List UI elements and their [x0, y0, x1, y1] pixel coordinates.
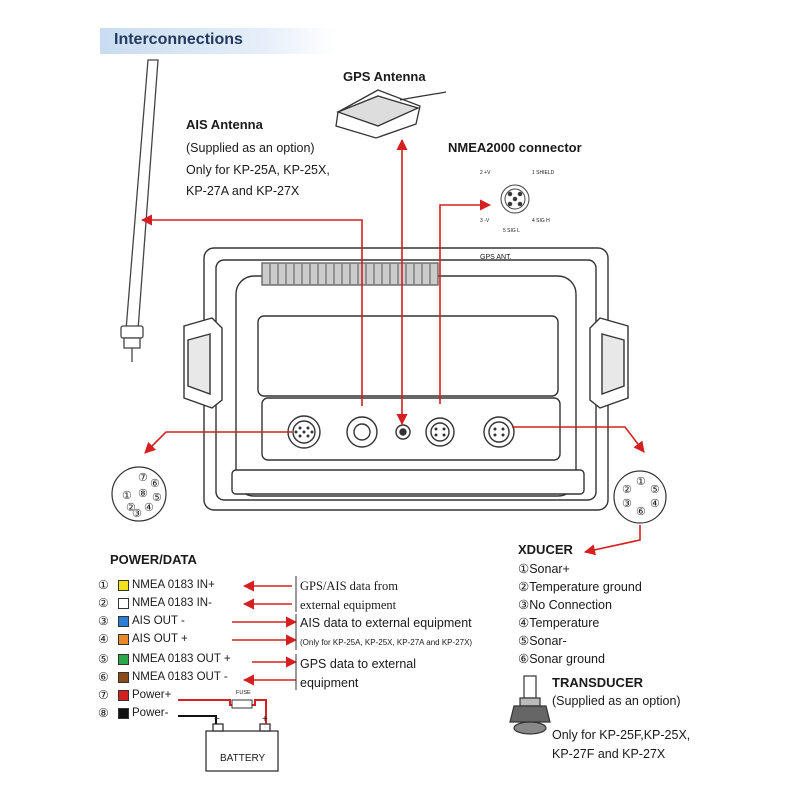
pd-pin: ④ [144, 502, 154, 514]
wire-name: AIS OUT + [132, 633, 188, 645]
pd-pin: ② [126, 502, 136, 514]
wire-name: AIS OUT - [132, 615, 185, 627]
battery-drawing [205, 723, 279, 772]
wire-row: ⑧ Power- [98, 705, 248, 721]
pd-pin: ⑧ [138, 488, 148, 500]
fuse-label: FUSE [236, 690, 251, 696]
nmea2000-pin-5: 5 SIG L [503, 228, 520, 234]
unit-rear-drawing [183, 247, 629, 511]
transducer-drawing [509, 675, 551, 735]
note-ais-out-2: (Only for KP-25A, KP-25X, KP-27A and KP-… [300, 638, 473, 647]
wire-name: NMEA 0183 OUT + [132, 653, 231, 665]
nmea2000-pin-4: 4 SIG H [532, 218, 550, 224]
wire-color-swatch [118, 615, 129, 627]
xducer-title: XDUCER [518, 542, 573, 557]
wire-color-swatch [118, 707, 129, 719]
wire-color-swatch [118, 597, 129, 609]
wire-color-swatch [118, 671, 129, 683]
wire-number: ⑧ [98, 706, 109, 720]
fuse-drawing [231, 699, 253, 709]
transducer-models-1: Only for KP-25F,KP-25X, [552, 728, 691, 742]
pd-pin: ① [122, 490, 132, 502]
xducer-pin-item: ①Sonar+ [518, 562, 570, 576]
xd-pin: ② [622, 484, 632, 496]
wire-row: ② NMEA 0183 IN- [98, 595, 248, 611]
transducer-title: TRANSDUCER [552, 675, 643, 690]
wire-number: ④ [98, 632, 109, 646]
note-gps-ais-in-1: GPS/AIS data from [300, 579, 398, 593]
xducer-pin-list: ①Sonar+ ②Temperature ground ③No Connecti… [518, 560, 642, 668]
battery-red-wire [178, 699, 267, 724]
xd-pin: ① [636, 476, 646, 488]
pd-pin: ⑦ [138, 472, 148, 484]
wire-name: Power- [132, 707, 169, 719]
nmea2000-connector-drawing [500, 184, 530, 214]
gps-antenna-drawing [335, 89, 447, 139]
wire-name: NMEA 0183 IN- [132, 597, 212, 609]
wire-number: ① [98, 578, 109, 592]
battery-wires [178, 715, 217, 724]
note-gps-ais-in-2: external equipment [300, 598, 397, 612]
xd-pin: ④ [650, 498, 660, 510]
ais-antenna-drawing [120, 59, 159, 362]
note-gps-out-2: equipment [300, 676, 359, 690]
ais-antenna-title: AIS Antenna [186, 117, 263, 132]
wire-number: ⑦ [98, 688, 109, 702]
nmea2000-title: NMEA2000 connector [448, 140, 582, 155]
xducer-pin-item: ⑤Sonar- [518, 634, 567, 648]
xducer-pin-face: ① ② ⑤ ③ ④ ⑥ [614, 471, 666, 523]
wire-number: ③ [98, 614, 109, 628]
battery-label: BATTERY [220, 753, 266, 764]
power-data-title: POWER/DATA [110, 552, 197, 567]
xducer-connector-face [613, 470, 667, 524]
wire-row: ⑦ Power+ [98, 687, 248, 703]
pd-pin: ⑤ [152, 492, 162, 504]
wire-row: ⑥ NMEA 0183 OUT - [98, 669, 248, 685]
wire-row: ⑤ NMEA 0183 OUT + [98, 651, 248, 667]
wire-color-swatch [118, 633, 129, 645]
header-bar [100, 28, 336, 54]
power-data-wire-list: ① NMEA 0183 IN+ ② NMEA 0183 IN- ③ AIS OU… [98, 577, 248, 721]
note-ais-out-1: AIS data to external equipment [300, 616, 472, 630]
nmea2000-pin-1: 1 SHIELD [532, 170, 555, 176]
wire-row: ④ AIS OUT + [98, 631, 248, 647]
pd-pin: ⑥ [150, 478, 160, 490]
wire-name: NMEA 0183 IN+ [132, 579, 215, 591]
xducer-pin-item: ⑥Sonar ground [518, 652, 605, 666]
wire-number: ⑤ [98, 652, 109, 666]
wire-color-swatch [118, 689, 129, 701]
gps-antenna-title: GPS Antenna [343, 69, 426, 84]
transducer-models-2: KP-27F and KP-27X [552, 747, 666, 761]
ais-antenna-option: (Supplied as an option) [186, 141, 315, 155]
ais-antenna-models-1: Only for KP-25A, KP-25X, [186, 163, 330, 177]
nmea2000-pin-2: 2 +V [480, 170, 491, 176]
xd-pin: ③ [622, 498, 632, 510]
connection-lines [140, 138, 645, 686]
transducer-option: (Supplied as an option) [552, 694, 681, 708]
pd-pin: ③ [132, 508, 142, 520]
battery-plus-sign: + [262, 714, 268, 725]
xd-pin: ⑤ [650, 484, 660, 496]
xducer-pin-item: ②Temperature ground [518, 580, 642, 594]
gps-ant-port-label: GPS ANT. [480, 254, 512, 261]
battery-minus-sign: − [214, 714, 220, 725]
xducer-pin-item: ③No Connection [518, 598, 612, 612]
wire-name: NMEA 0183 OUT - [132, 671, 228, 683]
wire-number: ⑥ [98, 670, 109, 684]
page-title: Interconnections [114, 31, 243, 48]
wire-row: ① NMEA 0183 IN+ [98, 577, 248, 593]
xducer-pin-item: ④Temperature [518, 616, 600, 630]
nmea2000-pin-3: 3 -V [480, 218, 490, 224]
power-data-pin-face: ⑦ ⑥ ⑤ ① ⑧ ④ ② ③ [112, 467, 166, 521]
wire-color-swatch [118, 653, 129, 665]
ais-antenna-models-2: KP-27A and KP-27X [186, 184, 300, 198]
wire-row: ③ AIS OUT - [98, 613, 248, 629]
power-data-connector-face [111, 466, 167, 522]
wire-color-swatch [118, 579, 129, 591]
xd-pin: ⑥ [636, 506, 646, 518]
note-gps-out-1: GPS data to external [300, 657, 417, 671]
wire-number: ② [98, 596, 109, 610]
wire-name: Power+ [132, 689, 172, 701]
